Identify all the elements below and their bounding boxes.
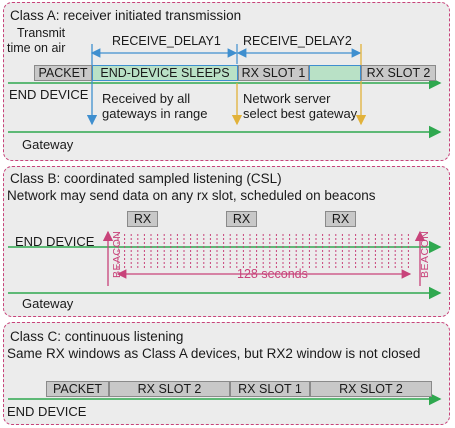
sampled-listening-slots bbox=[117, 234, 409, 270]
class-c-panel bbox=[3, 322, 450, 425]
class-b-subtitle: Network may send data on any rx slot, sc… bbox=[7, 188, 376, 203]
class-c-title: Class C: continuous listening bbox=[10, 329, 184, 344]
class-b-end-device-label: END DEVICE bbox=[15, 234, 95, 249]
end-device-sleeps-box: END-DEVICE SLEEPS bbox=[92, 65, 238, 81]
rx-window-2: RX bbox=[226, 211, 257, 227]
class-a-title: Class A: receiver initiated transmission bbox=[10, 8, 242, 23]
class-c-rx-slot2-box-a: RX SLOT 2 bbox=[109, 381, 230, 397]
class-a-end-device-label: END DEVICE bbox=[9, 87, 89, 102]
beacon-left-label: BEACON bbox=[111, 230, 123, 278]
rx-slot2-box: RX SLOT 2 bbox=[361, 65, 436, 81]
class-c-end-device-label: END DEVICE bbox=[7, 404, 87, 419]
class-c-subtitle: Same RX windows as Class A devices, but … bbox=[7, 346, 421, 361]
class-a-panel bbox=[3, 2, 450, 161]
receive-delay1-label: RECEIVE_DELAY1 bbox=[112, 34, 221, 48]
rx-slot1-box: RX SLOT 1 bbox=[238, 65, 309, 81]
class-c-rx-slot1-box: RX SLOT 1 bbox=[230, 381, 310, 397]
class-b-panel bbox=[3, 166, 450, 317]
interval-label: 128 seconds bbox=[237, 267, 308, 281]
beacon-right-label: BEACON bbox=[419, 230, 431, 278]
class-b-gateway-label: Gateway bbox=[22, 296, 74, 311]
received-note-2: gateways in range bbox=[102, 106, 208, 121]
class-a-gateway-label: Gateway bbox=[22, 137, 74, 152]
class-b-title: Class B: coordinated sampled listening (… bbox=[10, 171, 282, 186]
packet-box: PACKET bbox=[34, 65, 92, 81]
rx-slot-gap-box bbox=[309, 65, 361, 81]
transmit-time-label-1: Transmit bbox=[17, 26, 66, 40]
transmit-time-label-2: time on air bbox=[7, 41, 66, 55]
rx-window-1: RX bbox=[127, 211, 158, 227]
server-note-1: Network server bbox=[243, 91, 331, 106]
rx-window-3: RX bbox=[325, 211, 356, 227]
server-note-2: select best gateway bbox=[243, 106, 358, 121]
class-c-rx-slot2-box-b: RX SLOT 2 bbox=[310, 381, 432, 397]
class-c-packet-box: PACKET bbox=[46, 381, 109, 397]
received-note-1: Received by all bbox=[102, 91, 191, 106]
receive-delay2-label: RECEIVE_DELAY2 bbox=[243, 34, 352, 48]
